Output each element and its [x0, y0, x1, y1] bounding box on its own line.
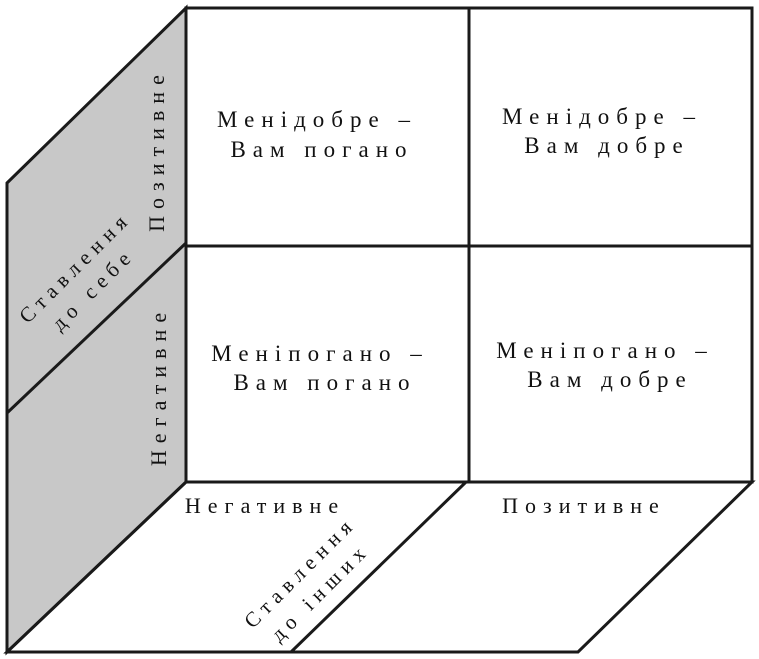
bottom-floor-divider — [289, 480, 468, 654]
cell-bottom-right-line2: Вам добре — [527, 367, 692, 392]
cell-bottom-left-line2: Вам погано — [233, 370, 416, 395]
bottom-floor-outline — [3, 480, 756, 654]
cell-top-left-line2: Вам погано — [230, 137, 413, 162]
vertical-axis-positive-label: Позитивне — [144, 68, 169, 232]
cell-top-left-line1: Менідобре – — [217, 107, 417, 132]
left-side-divider — [5, 241, 188, 415]
cell-bottom-left-line1: Меніпогано – — [211, 341, 429, 366]
cell-top-right-line1: Менідобре – — [502, 104, 702, 129]
horizontal-axis-negative-label: Негативне — [185, 493, 345, 518]
cell-bottom-right-line1: Меніпогано – — [496, 338, 714, 363]
horizontal-axis-positive-label: Позитивне — [502, 493, 666, 518]
cell-top-right-line2: Вам добре — [524, 133, 689, 158]
vertical-axis-negative-label: Негативне — [146, 306, 171, 466]
